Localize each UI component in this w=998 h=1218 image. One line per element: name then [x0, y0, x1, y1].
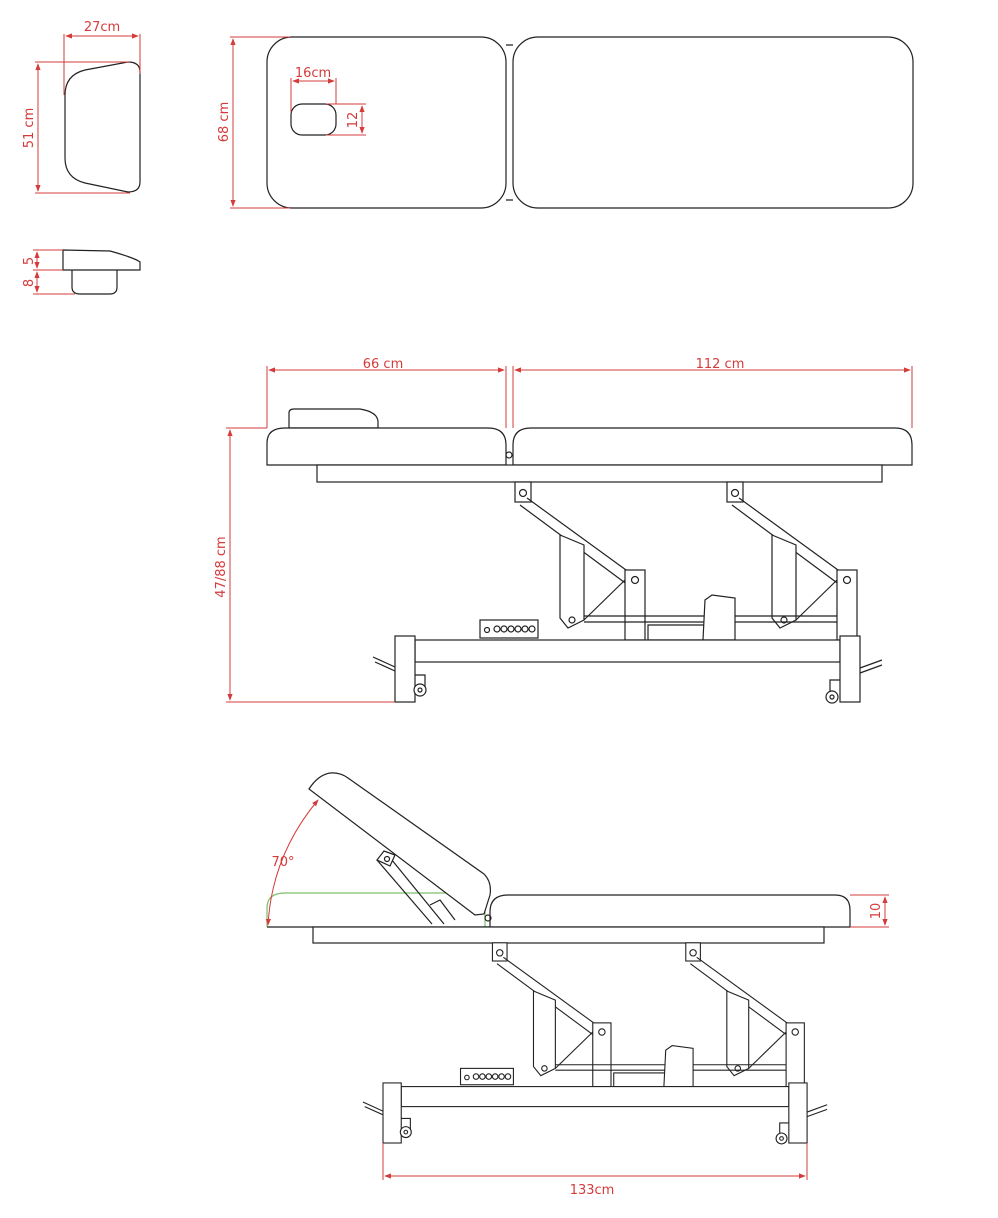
body-section-label: 112 cm: [696, 357, 745, 372]
cushion-thickness-label: 5: [22, 257, 37, 265]
face-hole-height-label: 12: [346, 112, 361, 129]
headrest-width-label: 27cm: [84, 20, 120, 35]
lift-frame-raised: [362, 942, 828, 1145]
face-hole-width-label: 16cm: [295, 66, 331, 81]
height-range-label: 47/88 cm: [214, 536, 229, 597]
headrest-length-label: 51 cm: [22, 108, 37, 149]
head-section-label: 66 cm: [363, 357, 404, 372]
insert-depth-label: 8: [22, 279, 37, 287]
table-width-label: 68 cm: [217, 102, 232, 143]
table-top-view: 68 cm 16cm 12: [217, 36, 914, 209]
table-raised-view: 70° 10 133cm: [265, 772, 889, 1198]
lift-frame: [372, 481, 883, 704]
cushion-thickness-raised-label: 10: [869, 903, 884, 920]
total-length-label: 133cm: [570, 1183, 615, 1198]
backrest-angle-label: 70°: [271, 855, 294, 870]
headrest-side-view: 5 8: [22, 249, 141, 295]
table-side-view: 66 cm 112 cm 47/88 cm: [214, 357, 913, 704]
headrest-top-view: 27cm 51 cm: [22, 20, 141, 194]
